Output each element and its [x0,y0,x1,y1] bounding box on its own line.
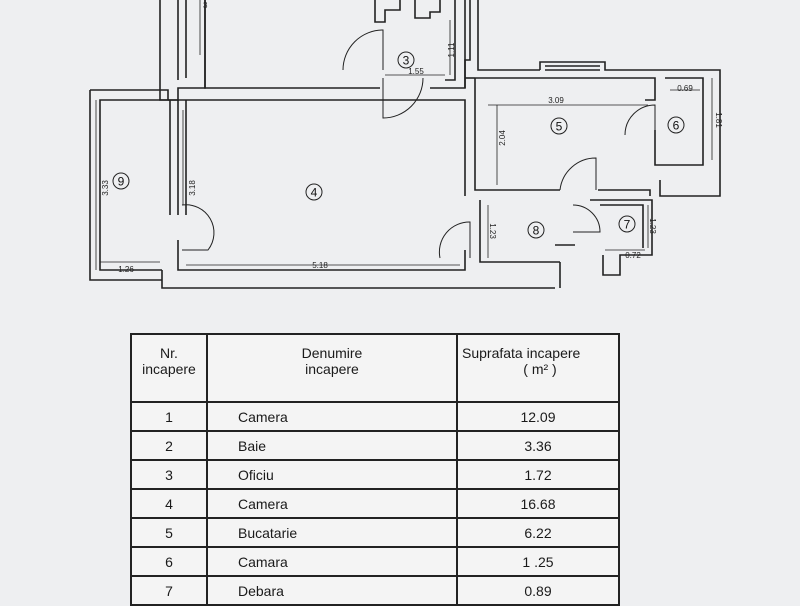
dim-room4-h: 3.18 [188,180,197,196]
dim-balcony-w: 1.26 [118,265,134,274]
room-name: Camera [206,401,458,432]
svg-text:7: 7 [624,218,631,232]
dim-oficiu-w: 1.55 [408,67,424,76]
header-room-number-line2: incapere [142,361,196,377]
room-marker-8: 8 [527,221,545,239]
door-swings [181,29,656,259]
floor-plan: 3 1.11 1.55 3.09 2.04 0.69 1.81 1.23 1.2… [89,0,723,289]
table-row: 6 Camara 1 .25 [130,546,620,577]
room-area: 12.09 [456,401,620,432]
room-area: 6.22 [456,517,620,548]
room-number: 4 [130,488,208,519]
room-marker-5: 5 [550,117,568,135]
table-row: 7 Debara 0.89 [130,575,620,606]
dim-top-partial: 3 [203,1,208,10]
room-area: 1 .25 [456,546,620,577]
header-room-name: Denumire incapere [206,333,458,403]
header-room-name-line1: Denumire [301,345,363,361]
table-row: 4 Camera 16.68 [130,488,620,519]
table-row: 1 Camera 12.09 [130,401,620,432]
dim-pantry-h: 1.81 [714,112,723,128]
room-marker-9: 9 [112,172,130,190]
room-marker-6: 6 [667,116,685,134]
svg-text:6: 6 [673,119,680,133]
dim-kitchen-w: 3.09 [548,96,564,105]
room-name: Debara [206,575,458,606]
dim-pantry-w: 0.69 [677,84,693,93]
svg-text:9: 9 [118,175,125,189]
dim-oficiu-h: 1.11 [447,42,456,58]
room-number: 6 [130,546,208,577]
svg-text:8: 8 [533,224,540,238]
room-number: 1 [130,401,208,432]
table-row: 3 Oficiu 1.72 [130,459,620,490]
room-name: Camara [206,546,458,577]
header-room-area-line2: ( m² ) [523,361,557,377]
dimension-labels: 3 1.11 1.55 3.09 2.04 0.69 1.81 1.23 1.2… [101,1,723,274]
room-markers: 3 4 5 6 7 8 9 [112,51,685,239]
room-area: 1.72 [456,459,620,490]
dim-debara-w: 0.72 [625,251,641,260]
room-marker-3: 3 [397,51,415,69]
dim-kitchen-h: 2.04 [498,130,507,146]
room-marker-4: 4 [305,183,323,201]
table-row: 2 Baie 3.36 [130,430,620,461]
header-room-area: Suprafata incapere ( m² ) [456,333,620,403]
room-number: 7 [130,575,208,606]
dim-debara-h: 1.23 [648,218,657,234]
table-header-row: Nr. incapere Denumire incapere Suprafata… [130,333,620,403]
room-name: Baie [206,430,458,461]
svg-text:4: 4 [311,186,318,200]
header-room-number: Nr. incapere [130,333,208,403]
dim-balcony-h: 3.33 [101,180,110,196]
room-area: 0.89 [456,575,620,606]
dim-hall-h: 1.23 [488,223,497,239]
svg-text:5: 5 [556,120,563,134]
room-name: Bucatarie [206,517,458,548]
room-area-table: Nr. incapere Denumire incapere Suprafata… [130,333,620,606]
room-name: Oficiu [206,459,458,490]
room-area: 16.68 [456,488,620,519]
room-marker-7: 7 [618,215,636,233]
table-row: 5 Bucatarie 6.22 [130,517,620,548]
header-room-area-line1: Suprafata incapere [462,345,581,361]
room-number: 2 [130,430,208,461]
header-room-name-line2: incapere [305,361,359,377]
header-room-number-line1: Nr. [160,345,178,361]
wall-outlines [89,0,721,289]
room-number: 3 [130,459,208,490]
dim-room4-w: 5.18 [312,261,328,270]
room-area: 3.36 [456,430,620,461]
room-name: Camera [206,488,458,519]
svg-text:3: 3 [403,54,410,68]
dimension-lines [95,0,713,270]
room-number: 5 [130,517,208,548]
